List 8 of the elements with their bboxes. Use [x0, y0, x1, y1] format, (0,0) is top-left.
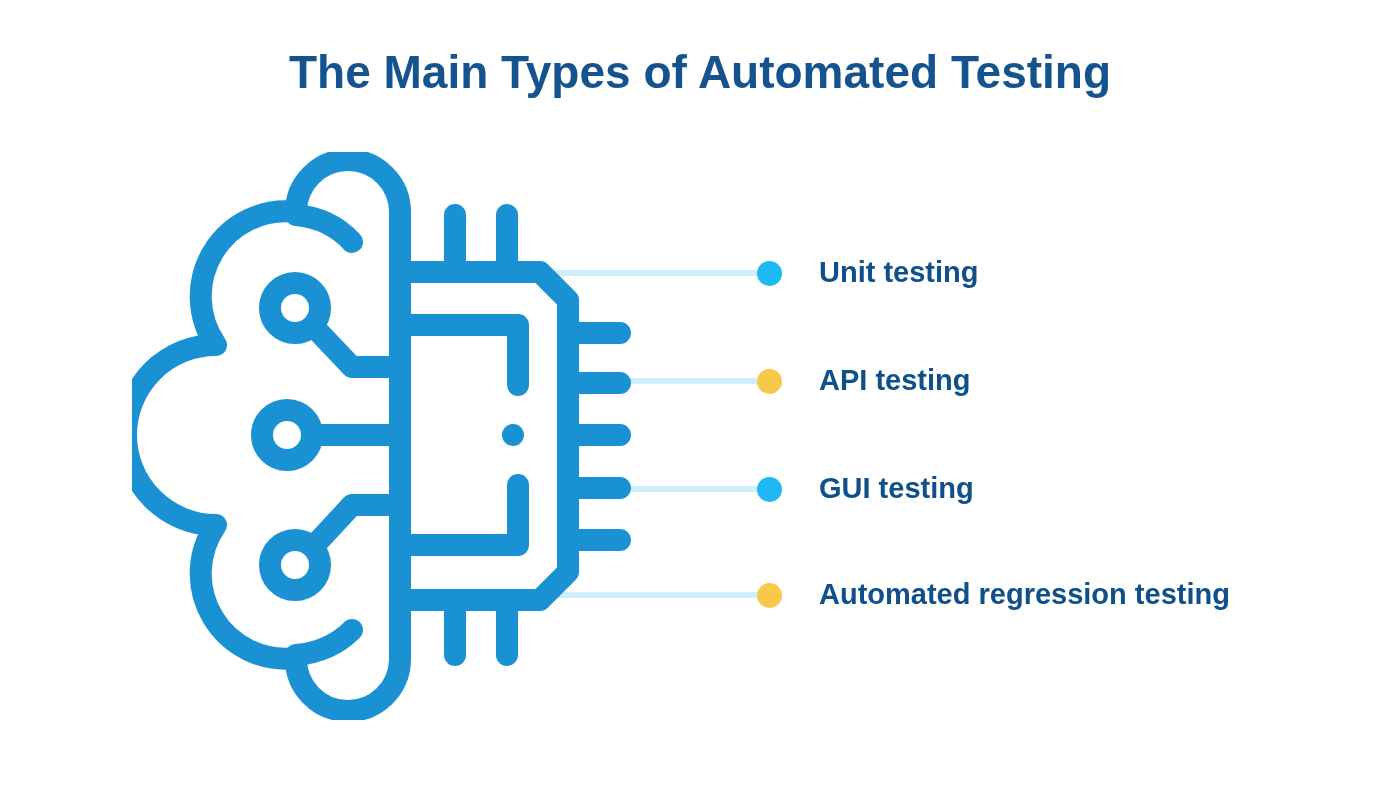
title: The Main Types of Automated Testing: [287, 45, 1113, 100]
testing-type-label: API testing: [819, 363, 971, 399]
testing-type-label: GUI testing: [819, 471, 974, 507]
connector-line: [552, 270, 757, 276]
testing-type-label: Automated regression testing: [819, 577, 1230, 613]
testing-type-label: Unit testing: [819, 255, 979, 291]
connector-line: [630, 378, 757, 384]
connector-line: [630, 486, 757, 492]
